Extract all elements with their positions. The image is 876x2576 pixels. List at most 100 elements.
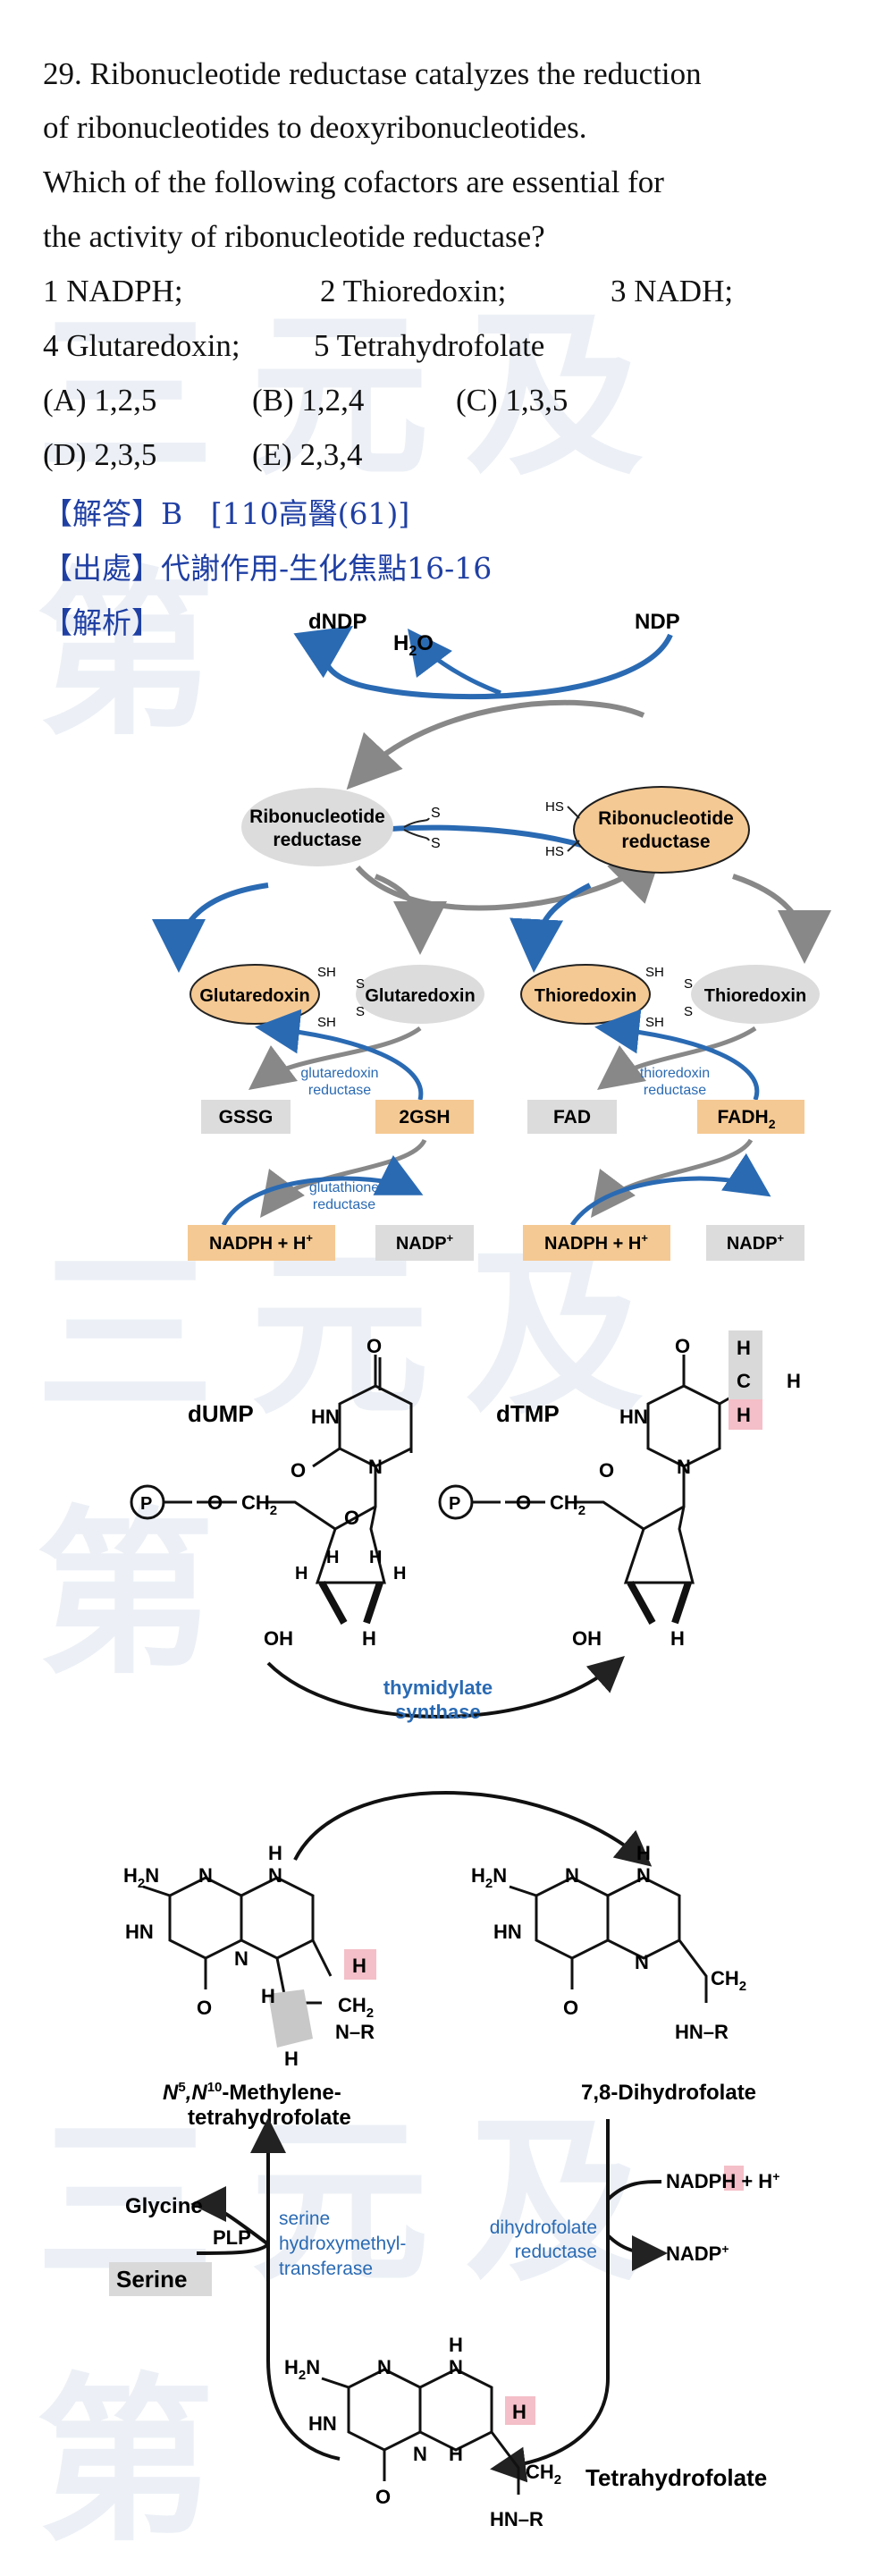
methyl-carbon: C [737,1370,751,1392]
rr-reduced-ellipse [573,786,750,874]
hydrogen: H [369,1548,382,1567]
oxygen: O [344,1507,359,1529]
question-line-2: of ribonucleotides to deoxyribonucleotid… [43,110,587,145]
dhfr-label-1: dihydrofolate [490,2217,597,2238]
choice-a: (A) 1,2,5 [43,383,157,418]
ndp-label: NDP [635,610,680,634]
thioredoxin-reductase-label-1: thioredoxin [640,1066,710,1081]
gssg-label: GSSG [219,1107,274,1128]
hydrogen: H [512,2401,526,2423]
hs-group: HS [545,799,564,815]
thioredoxin-oxidized-label: Thioredoxin [704,986,806,1006]
oxygen: O [563,1997,578,2019]
methylene-thf-name: N5,N10-Methylene- [163,2080,341,2105]
s-atom: S [356,1004,365,1019]
2gsh-label: 2GSH [399,1107,450,1128]
choice-e: (E) 2,3,4 [252,437,363,472]
dtmp-structure [438,1355,752,1625]
oxygen: O [675,1335,690,1357]
sh-group: SH [317,1015,336,1030]
glycine-label: Glycine [125,2194,203,2218]
thf-structure [321,2368,520,2495]
hydrogen: H [449,2334,463,2356]
methylene-thf-structure [142,1876,333,2005]
watermark-1: 三元及第 [36,292,680,760]
hydrogen: H [737,1404,751,1426]
ch2: CH2 [241,1491,277,1518]
s-atom: S [684,1004,693,1019]
hydroxyl: OH [264,1627,293,1650]
plp-label: PLP [213,2226,251,2249]
nitrogen: N [635,1951,649,1973]
question-line-4: the activity of ribonucleotide reductase… [43,219,545,254]
nadph-h-right: NADPH + H+ [544,1231,648,1254]
nh-group: HN [125,1921,154,1943]
n-r-group: N–R [335,2021,375,2043]
sh-group: SH [645,1015,664,1030]
thioredoxin-reductase-label-2: reductase [644,1083,706,1098]
glutaredoxin-oxidized-ellipse [356,965,484,1024]
hn-r-group: HN–R [675,2021,729,2043]
glutaredoxin-reduced-label: Glutaredoxin [199,986,309,1006]
source-label: 【出處】代謝作用-生化焦點16-16 [43,551,493,586]
hs-group: HS [545,844,564,859]
nadp-left: NADP+ [396,1231,454,1254]
hydrogen: H [295,1564,307,1584]
dump-label: dUMP [188,1400,254,1427]
oxygen: O [197,1997,212,2019]
hydrogen: H [670,1627,685,1650]
fadh2-label: FADH2 [718,1107,776,1131]
oxygen: O [207,1491,223,1514]
rr-oxidized-label-1: Ribonucleotide [249,807,385,827]
dhfr-label-2: reductase [515,2242,597,2262]
nh-group: HN [619,1406,648,1428]
choice-d: (D) 2,3,5 [43,437,157,472]
hydrogen: H [261,1985,275,2007]
nitrogen: N [449,2356,463,2378]
hydrogen: H [362,1627,376,1650]
nh-group: HN [311,1406,340,1428]
hydroxyl: OH [572,1627,602,1650]
thioredoxin-reduced-ellipse [520,964,651,1025]
hydrogen: H [787,1370,801,1392]
choice-b: (B) 1,2,4 [252,383,365,418]
ch2: CH2 [526,2461,561,2487]
s-atom: S [684,976,693,992]
ch2: CH2 [550,1491,585,1518]
methylene-thf-name-2: tetrahydrofolate [188,2106,351,2130]
thymidylate-synthase-label-1: thymidylate [383,1677,493,1699]
h2o-label: H2O [393,631,434,659]
analysis-label: 【解析】 [43,605,161,640]
ribonucleotide-reductase-diagram: dNDP H2O NDP Ribonucleotide reductase S … [152,610,831,1261]
glutaredoxin-reduced-ellipse [190,964,320,1025]
question-line-1: 29. Ribonucleotide reductase catalyzes t… [43,56,702,91]
h2n-group: H2N [123,1864,159,1891]
oxygen: O [291,1459,306,1482]
thymidylate-synthase-diagram: dUMP O HN O N P O CH2 O H H H H OH H dTM… [109,1330,801,2530]
rr-oxidized-label-2: reductase [273,830,361,850]
phosphate: P [140,1494,152,1514]
nadp-right: NADP+ [727,1231,785,1254]
fad-label: FAD [553,1107,591,1128]
s-atom: S [431,836,441,851]
nitrogen: N [234,1947,248,1970]
nitrogen: N [377,2356,392,2378]
rr-reduced-label-1: Ribonucleotide [598,808,734,829]
hydrogen: H [737,1337,751,1359]
hydrogen: H [352,1955,366,1977]
sh-group: SH [317,965,336,980]
dump-structure [130,1355,413,1625]
cofactor-3: 3 NADH; [611,274,734,308]
nitrogen: N [565,1864,579,1887]
nitrogen: N [268,1864,282,1887]
rr-oxidized-ellipse [241,788,393,866]
answer-label: 【解答】B [110高醫(61)] [43,496,410,531]
thf-name: Tetrahydrofolate [585,2464,767,2491]
hydrogen: H [393,1564,406,1584]
nadph-h-left: NADPH + H+ [209,1231,313,1254]
thioredoxin-reduced-label: Thioredoxin [535,986,636,1006]
dndp-label: dNDP [308,610,366,634]
cofactor-4: 4 Glutaredoxin; [43,328,240,363]
dtmp-label: dTMP [496,1400,560,1427]
hn-r-group: HN–R [490,2508,543,2530]
